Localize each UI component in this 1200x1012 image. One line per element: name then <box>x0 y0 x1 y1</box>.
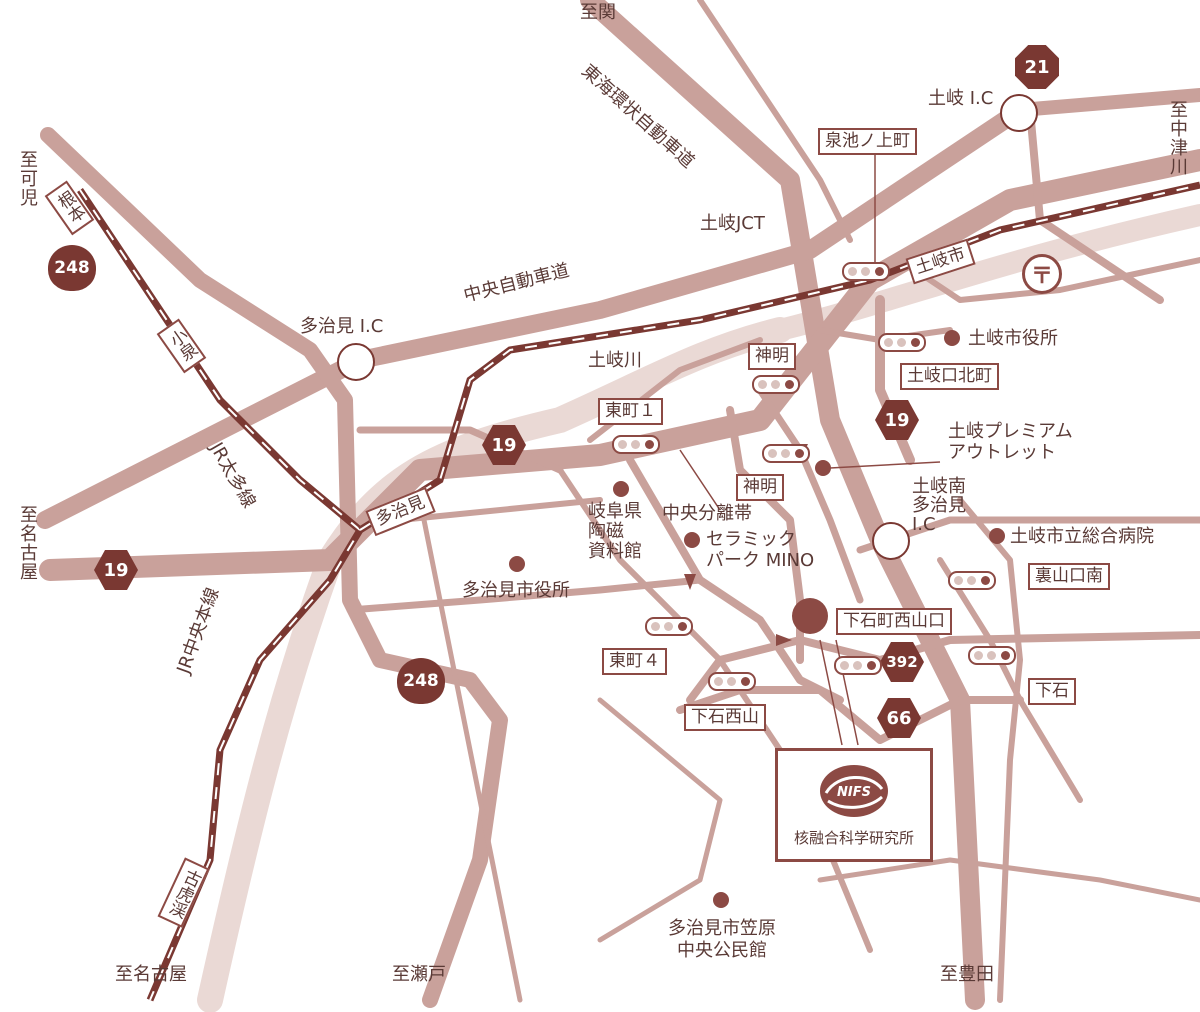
poi-marker-toki-hospital <box>989 528 1005 544</box>
route-19-sign-west: 19 <box>94 550 138 590</box>
intersection-higashimachi4: 東町４ <box>602 648 667 675</box>
direction-seto: 至瀬戸 <box>392 964 446 985</box>
intersection-shimoishi-nishiyama: 下石西山 <box>684 704 766 731</box>
poi-ceramic-park: セラミック パーク MINO <box>706 529 815 571</box>
traffic-signal-shinmei-south <box>762 444 810 463</box>
rail-lines <box>77 181 1200 1002</box>
route-248-sign-south: 248 <box>397 658 445 704</box>
label-toki-river: 土岐川 <box>588 350 642 371</box>
nifs-logo-icon: NIFS <box>820 765 888 817</box>
label-tokiminami-ic: 土岐南 多治見 I.C <box>912 476 966 535</box>
traffic-signal-shimoishi-nishiyama <box>708 672 756 691</box>
direction-nagoya-bottom: 至名古屋 <box>115 964 187 985</box>
label-toki-ic: 土岐 I.C <box>928 88 994 109</box>
poi-marker-premium-outlet <box>815 460 831 476</box>
destination-marker <box>792 598 828 634</box>
poi-ceramics-museum: 岐阜県 陶磁 資料館 <box>588 501 642 562</box>
route-21-sign: 21 <box>1015 45 1059 89</box>
direction-toyota: 至豊田 <box>940 964 994 985</box>
poi-kasahara-hall: 多治見市笠原 中央公民館 <box>668 918 776 961</box>
label-chuo-bunritai: 中央分離帯 <box>662 503 752 524</box>
poi-marker-kasahara-hall <box>713 892 729 908</box>
traffic-signal-toki-kitamachi <box>878 333 926 352</box>
toki-ic-marker <box>1000 94 1038 132</box>
poi-marker-ceramic-park <box>684 532 700 548</box>
traffic-signal-izumiikenoue <box>842 262 890 281</box>
poi-marker-tajimi-city-hall <box>509 556 525 572</box>
direction-nakatsugawa: 至中津川 <box>1167 100 1188 176</box>
poi-marker-toki-city-hall <box>944 330 960 346</box>
intersection-higashimachi1: 東町１ <box>598 398 663 425</box>
tokiminami-ic-marker <box>872 522 910 560</box>
traffic-signal-higashimachi1 <box>612 435 660 454</box>
intersection-izumiikenoue: 泉池ノ上町 <box>818 128 917 155</box>
direction-minokamo: 至可児 <box>17 150 38 207</box>
intersection-shinmei-south: 神明 <box>736 474 784 501</box>
roads <box>36 0 1200 1010</box>
label-tajimi-ic: 多治見 I.C <box>300 316 384 337</box>
tajimi-ic-marker <box>337 343 375 381</box>
intersection-urayamaguchi-minami: 裏山口南 <box>1028 563 1110 590</box>
direction-seki: 至関 <box>580 2 616 23</box>
traffic-signal-shimoishi <box>968 646 1016 665</box>
traffic-signal-shinmei-north <box>752 375 800 394</box>
intersection-toki-kitamachi: 土岐口北町 <box>900 363 999 390</box>
poi-premium-outlet: 土岐プレミアム アウトレット <box>948 421 1073 463</box>
label-toki-jct: 土岐JCT <box>700 213 765 234</box>
post-office-icon: 〒 <box>1022 254 1062 294</box>
poi-toki-hospital: 土岐市立総合病院 <box>1010 526 1154 547</box>
nifs-logo-text: NIFS <box>837 785 871 800</box>
nifs-callout: NIFS 核融合科学研究所 <box>775 748 933 862</box>
traffic-signal-shimoishi-nishiyamaguchi <box>834 656 882 675</box>
destination-name: 核融合科学研究所 <box>793 829 914 847</box>
poi-tajimi-city-hall: 多治見市役所 <box>462 580 570 601</box>
intersection-shinmei-north: 神明 <box>748 343 796 370</box>
poi-toki-city-hall: 土岐市役所 <box>968 328 1058 349</box>
direction-nagoya-left: 至名古屋 <box>17 505 38 581</box>
route-248-sign-north: 248 <box>48 245 96 291</box>
leader-lines <box>679 155 941 746</box>
intersection-shimoishi: 下石 <box>1028 678 1076 705</box>
traffic-signal-higashimachi4 <box>645 617 693 636</box>
poi-marker-ceramics-museum <box>613 481 629 497</box>
traffic-signal-urayamaguchi-minami <box>948 571 996 590</box>
intersection-shimoishi-nishiyamaguchi: 下石町西山口 <box>836 608 952 635</box>
